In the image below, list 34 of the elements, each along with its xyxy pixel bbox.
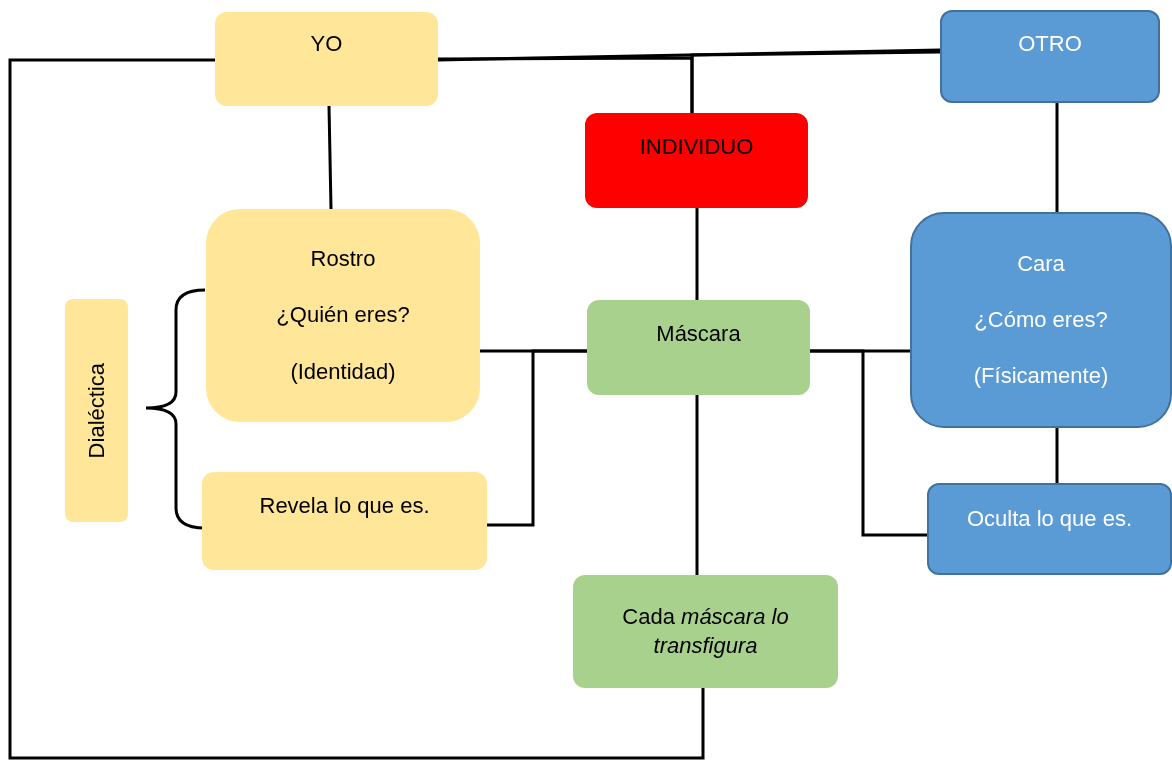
node-text: OTRO: [1018, 30, 1082, 58]
concept-card: [910, 212, 1172, 428]
connector-line: [695, 208, 699, 300]
connector-line: [810, 349, 927, 537]
node-text: Cada máscara lo transfigura: [621, 602, 790, 660]
node-text: (Identidad): [290, 357, 396, 386]
connector-line: [690, 50, 940, 113]
concept-box: [587, 300, 810, 395]
connector-line: [487, 349, 587, 527]
concept-box: [215, 12, 438, 106]
node-text: Revela lo que es.: [259, 492, 430, 520]
node-text: (Físicamente): [973, 361, 1109, 390]
node-text: Cara: [1017, 249, 1065, 278]
node-text: Oculta lo que es.: [966, 505, 1133, 533]
connector-line: [437, 48, 941, 62]
connector-line: [8, 58, 705, 760]
connector-line: [695, 395, 699, 575]
concept-box: [927, 483, 1172, 575]
concept-box: [940, 10, 1160, 103]
node-text: Dialéctica: [83, 362, 110, 459]
connector-line: [1055, 103, 1059, 212]
concept-box: [573, 575, 838, 688]
vertical-label-box: [65, 299, 128, 522]
node-text: INDIVIDUO: [639, 133, 754, 161]
node-text: Máscara: [656, 320, 741, 348]
connector-line: [1055, 428, 1059, 483]
node-text: Rostro: [310, 244, 376, 273]
concept-box: [202, 472, 487, 570]
node-text: ¿Cómo eres?: [974, 305, 1108, 334]
node-text: ¿Quién eres?: [276, 301, 410, 330]
concept-box: [585, 113, 808, 208]
concept-card: [206, 209, 480, 422]
connector-line: [327, 105, 333, 210]
node-text: YO: [310, 30, 343, 58]
